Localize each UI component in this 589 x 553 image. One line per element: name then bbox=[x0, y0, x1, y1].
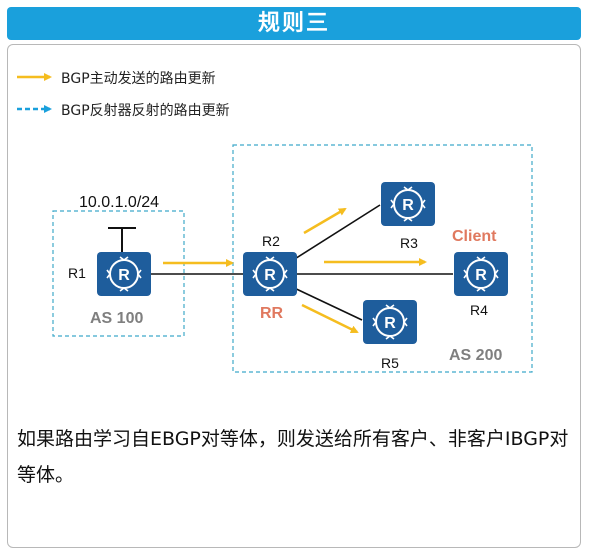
router-r3-label: R3 bbox=[400, 235, 418, 251]
router-r5-icon bbox=[362, 299, 418, 345]
router-r2-label: R2 bbox=[262, 233, 280, 249]
as200-label: AS 200 bbox=[449, 347, 503, 364]
router-r2-icon bbox=[242, 251, 298, 297]
router-r1-label: R1 bbox=[68, 265, 86, 281]
link-r2-r5 bbox=[289, 285, 363, 321]
rr-role-label: RR bbox=[260, 305, 284, 322]
as100-label: AS 100 bbox=[90, 310, 144, 327]
router-r1-icon bbox=[96, 251, 152, 297]
update-arrow-r2-to-r5 bbox=[301, 303, 359, 334]
router-r4-icon bbox=[453, 251, 509, 297]
page-title: 规则三 bbox=[7, 7, 581, 40]
router-r5-label: R5 bbox=[381, 355, 399, 371]
network-prefix-label: 10.0.1.0/24 bbox=[79, 194, 160, 211]
client-role-label: Client bbox=[452, 228, 497, 245]
legend-reflected-label: BGP反射器反射的路由更新 bbox=[61, 103, 230, 119]
router-r4-label: R4 bbox=[470, 302, 488, 318]
link-r2-r3 bbox=[289, 204, 381, 263]
legend-active-label: BGP主动发送的路由更新 bbox=[61, 71, 216, 87]
as200-boundary bbox=[232, 144, 533, 373]
rule-description: 如果路由学习自EBGP对等体，则发送给所有客户、非客户IBGP对等体。 bbox=[17, 428, 569, 486]
as100-boundary bbox=[52, 210, 185, 337]
update-arrow-r2-to-r3 bbox=[303, 207, 347, 235]
router-r3-icon bbox=[380, 181, 436, 227]
